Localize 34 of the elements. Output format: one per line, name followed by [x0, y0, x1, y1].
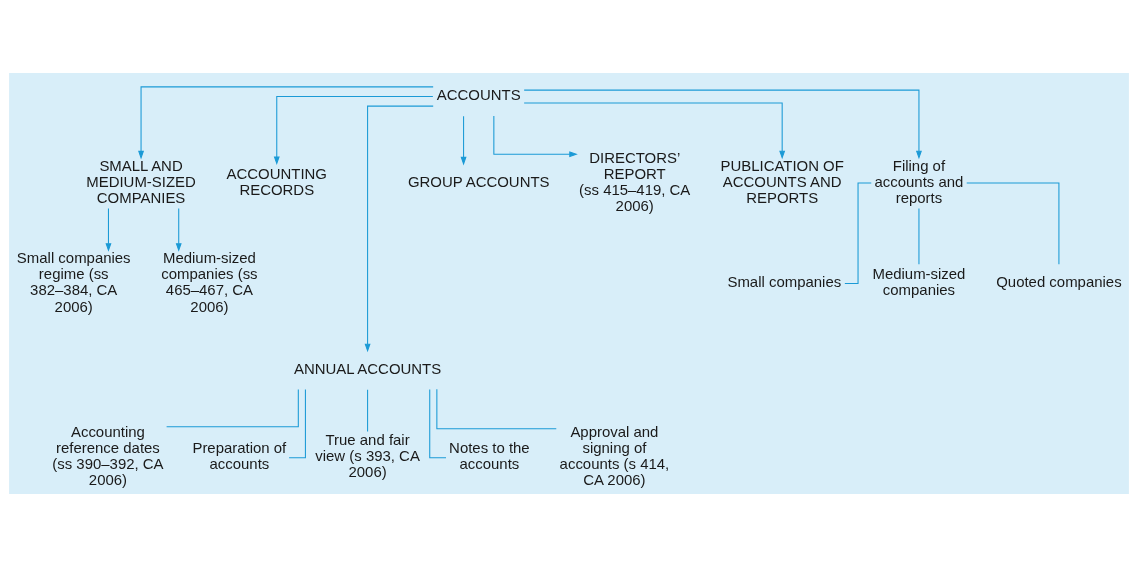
connector: [166, 389, 299, 428]
node-text: Small companies regime (ss 382–384, CA 2006): [16, 249, 131, 315]
node-text: True and fair view (s 393, CA 2006): [315, 430, 420, 480]
arrow: [138, 86, 434, 160]
node-text: ACCOUNTING RECORDS: [226, 165, 327, 199]
arrow: [273, 95, 434, 166]
connector: [288, 388, 306, 459]
node-text: Notes to the accounts: [449, 438, 530, 472]
arrow: [105, 207, 112, 252]
node-text: Small companies: [727, 273, 842, 291]
node-text: Accounting reference dates (ss 390–392, CA 2006): [52, 422, 164, 488]
node-text: PUBLICATION OF ACCOUNTS AND REPORTS: [720, 156, 844, 207]
node-text: Approval and signing of accounts (s 414, CA 2006): [559, 422, 670, 488]
connector: [918, 207, 920, 265]
arrow: [523, 89, 922, 160]
node-text: ACCOUNTS: [436, 86, 521, 104]
connector: [966, 182, 1060, 265]
node-text: Preparation of accounts: [192, 438, 287, 472]
arrow: [493, 115, 578, 158]
node-text: GROUP ACCOUNTS: [407, 173, 550, 191]
connector: [429, 388, 447, 459]
connector: [436, 388, 557, 430]
node-text: Medium-sized companies: [872, 265, 966, 299]
node-text: Filing of accounts and reports: [874, 156, 964, 207]
arrow: [175, 207, 182, 252]
arrow: [364, 105, 434, 353]
connector: [367, 389, 369, 432]
arrow: [460, 115, 467, 166]
node-text: Quoted companies: [996, 273, 1122, 291]
node-text: DIRECTORS’ REPORT (ss 415–419, CA 2006): [579, 148, 691, 215]
node-text: Medium-sized companies (ss 465–467, CA 2006): [161, 249, 258, 315]
arrow: [523, 102, 786, 160]
node-text: ANNUAL ACCOUNTS: [293, 360, 442, 377]
node-text: SMALL AND MEDIUM-SIZED COMPANIES: [86, 156, 196, 207]
